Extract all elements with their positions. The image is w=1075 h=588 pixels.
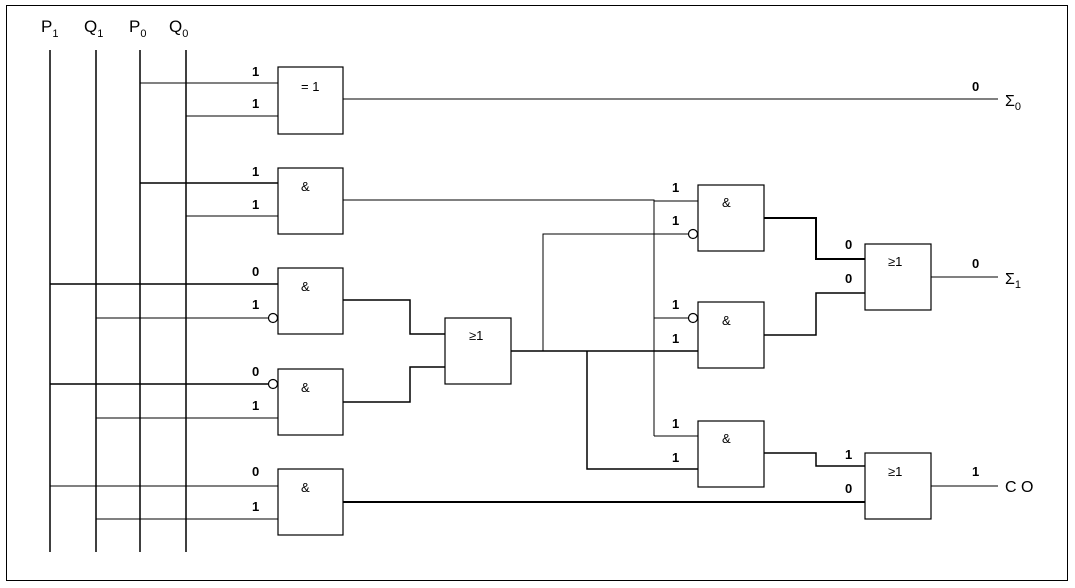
s0-value: 0 <box>972 79 979 94</box>
and2-in1-bit: 0 <box>252 364 259 379</box>
input-label-p1: P1 <box>41 17 58 40</box>
wire-or0-andA <box>542 233 688 351</box>
andB-symbol: & <box>722 313 731 328</box>
and3-in2-bit: 1 <box>252 499 259 514</box>
or0-symbol: ≥1 <box>469 328 483 343</box>
invert-bubble-andB <box>687 312 699 324</box>
and0-in2-bit: 1 <box>252 197 259 212</box>
and-gate-a <box>697 184 765 252</box>
orS1-in2-bit: 0 <box>845 271 852 286</box>
orCO-in2-bit: 0 <box>845 481 852 496</box>
and1-in1-bit: 0 <box>252 264 259 279</box>
or-gate-s1 <box>864 243 932 311</box>
or-gate-carry <box>864 452 932 520</box>
xor0-in1-bit: 1 <box>252 64 259 79</box>
and0-symbol: & <box>301 179 310 194</box>
andA-symbol: & <box>722 195 731 210</box>
wire-and0-output <box>343 199 698 202</box>
co-value: 1 <box>972 464 979 479</box>
and2-in2-bit: 1 <box>252 398 259 413</box>
output-label-co: C O <box>1005 479 1033 496</box>
and-gate-c <box>697 420 765 488</box>
xor0-in2-bit: 1 <box>252 96 259 111</box>
invert-bubble-andA <box>687 228 699 240</box>
and-gate-p1-not-q1 <box>277 267 344 335</box>
and-gate-p0-q0 <box>277 167 344 235</box>
orCO-in1-bit: 1 <box>845 447 852 462</box>
and1-symbol: & <box>301 279 310 294</box>
xor0-symbol: = 1 <box>301 79 319 94</box>
and2-symbol: & <box>301 380 310 395</box>
input-label-p0: P0 <box>129 17 146 40</box>
and-gate-p1-q1 <box>277 468 344 536</box>
and0-in1-bit: 1 <box>252 164 259 179</box>
andB-in1-bit: 1 <box>672 297 679 312</box>
wire-and2-or0 <box>343 366 445 403</box>
input-label-q1: Q1 <box>84 17 103 40</box>
wire-andB-orS1 <box>764 292 865 336</box>
or-gate-p1-xor-q1 <box>444 317 512 385</box>
wire-and1-or0 <box>343 299 445 335</box>
andC-in2-bit: 1 <box>672 450 679 465</box>
andA-in1-bit: 1 <box>672 180 679 195</box>
andC-in1-bit: 1 <box>672 416 679 431</box>
invert-bubble-and1 <box>267 312 279 324</box>
orCO-symbol: ≥1 <box>888 464 902 479</box>
andB-in2-bit: 1 <box>672 331 679 346</box>
input-label-q0: Q0 <box>169 17 188 40</box>
orS1-symbol: ≥1 <box>888 254 902 269</box>
wire-or0-andC <box>586 351 698 470</box>
and1-in2-bit: 1 <box>252 297 259 312</box>
and3-symbol: & <box>301 480 310 495</box>
and3-in1-bit: 0 <box>252 464 259 479</box>
and-gate-not-p1-q1 <box>277 368 344 436</box>
invert-bubble-and2 <box>267 378 279 390</box>
andA-in2-bit: 1 <box>672 213 679 228</box>
output-label-s1: Σ1 <box>1005 271 1021 291</box>
output-label-s0: Σ0 <box>1005 93 1021 113</box>
orS1-in1-bit: 0 <box>845 237 852 252</box>
wire-andA-orS1 <box>764 217 865 260</box>
wire-andC-orCO <box>764 452 865 467</box>
and-gate-b <box>697 301 765 369</box>
andC-symbol: & <box>722 431 731 446</box>
s1-value: 0 <box>972 256 979 271</box>
xor-gate-s0 <box>277 66 344 135</box>
